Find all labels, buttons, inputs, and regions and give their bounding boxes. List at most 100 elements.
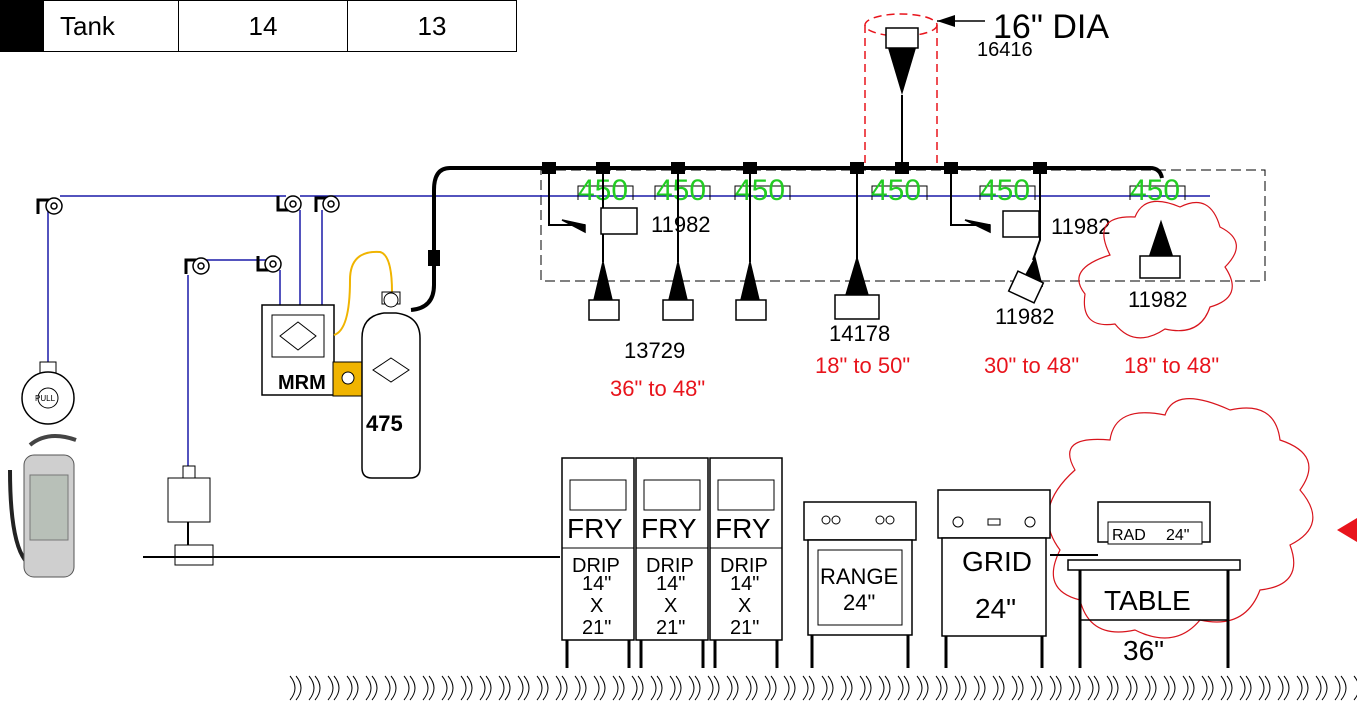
floor-line bbox=[289, 675, 1357, 701]
flow-number: 450 bbox=[735, 174, 785, 207]
floor-hatch bbox=[973, 675, 986, 701]
main-pipe bbox=[410, 166, 1164, 312]
nozzle-code: 11982 bbox=[995, 304, 1055, 329]
floor-hatch bbox=[1296, 675, 1309, 701]
floor-hatch bbox=[1258, 675, 1271, 701]
nozzle-code: 11982 bbox=[651, 212, 711, 237]
floor-hatch bbox=[783, 675, 796, 701]
tank-value-1: 14 bbox=[178, 0, 348, 52]
floor-hatch bbox=[1163, 675, 1176, 701]
drip-label: DRIP bbox=[572, 555, 620, 577]
floor-hatch bbox=[992, 675, 1005, 701]
grid-size: 24" bbox=[975, 593, 1016, 624]
duct-label: 16" DIA bbox=[993, 8, 1109, 46]
floor-hatch bbox=[1125, 675, 1138, 701]
height-grid: 30" to 48" bbox=[984, 353, 1079, 378]
floor-hatch bbox=[555, 675, 568, 701]
floor-hatch bbox=[1106, 675, 1119, 701]
table-marker bbox=[0, 0, 44, 52]
floor-hatch bbox=[840, 675, 853, 701]
drip-width: 14" bbox=[656, 573, 685, 595]
pulley-elbows bbox=[36, 195, 340, 275]
floor-hatch bbox=[1068, 675, 1081, 701]
table-label: TABLE bbox=[1104, 585, 1191, 616]
nozzle-drops bbox=[548, 172, 1041, 262]
floor-hatch bbox=[707, 675, 720, 701]
fryer-label: FRY bbox=[567, 513, 623, 544]
floor-hatch bbox=[688, 675, 701, 701]
floor-hatch bbox=[1220, 675, 1233, 701]
floor-hatch bbox=[954, 675, 967, 701]
flow-number: 450 bbox=[980, 174, 1030, 207]
floor-hatch bbox=[916, 675, 929, 701]
floor-hatch bbox=[327, 675, 340, 701]
radiant-broiler: RAD 24" bbox=[1097, 501, 1211, 545]
flow-number: 450 bbox=[656, 174, 706, 207]
floor-hatch bbox=[365, 675, 378, 701]
floor-hatch bbox=[612, 675, 625, 701]
floor-hatch bbox=[422, 675, 435, 701]
floor-hatch bbox=[517, 675, 530, 701]
floor-hatch bbox=[593, 675, 606, 701]
appliance-code-fryers: 13729 bbox=[624, 338, 685, 363]
floor-hatch bbox=[1334, 675, 1347, 701]
fryer-label: FRY bbox=[641, 513, 697, 544]
floor-hatch bbox=[935, 675, 948, 701]
height-table: 18" to 48" bbox=[1124, 353, 1219, 378]
floor-hatch bbox=[650, 675, 663, 701]
height-range: 18" to 50" bbox=[815, 353, 910, 378]
floor-hatch bbox=[821, 675, 834, 701]
gas-shutoff-valve bbox=[143, 465, 560, 566]
height-fryers: 36" to 48" bbox=[610, 376, 705, 401]
floor-hatch bbox=[1030, 675, 1043, 701]
equipment-table: TABLE 36" bbox=[1067, 559, 1241, 668]
floor-hatch bbox=[1239, 675, 1252, 701]
mrm-control: MRM bbox=[261, 304, 364, 397]
floor-hatch bbox=[878, 675, 891, 701]
range: RANGE 24" bbox=[803, 501, 917, 668]
mrm-label: MRM bbox=[278, 372, 326, 394]
fryer: FRY DRIP 14" X 21" bbox=[561, 457, 635, 668]
range-label: RANGE bbox=[820, 564, 898, 589]
fryer-group: FRY DRIP 14" X 21" FRY DRIP 14" X 21" FR… bbox=[561, 457, 783, 668]
drip-width: 14" bbox=[582, 573, 611, 595]
floor-hatch bbox=[897, 675, 910, 701]
bracket bbox=[577, 185, 1186, 200]
floor-hatch bbox=[479, 675, 492, 701]
drip-depth: 21" bbox=[582, 617, 611, 639]
floor-hatch bbox=[498, 675, 511, 701]
duct-code: 16416 bbox=[977, 39, 1033, 61]
rad-size: 24" bbox=[1166, 527, 1189, 544]
nozzles bbox=[561, 207, 1181, 321]
fryer: FRY DRIP 14" X 21" bbox=[709, 457, 783, 668]
drip-label: DRIP bbox=[646, 555, 694, 577]
flow-number: 450 bbox=[871, 174, 921, 207]
floor-hatch bbox=[669, 675, 682, 701]
floor-hatch bbox=[384, 675, 397, 701]
drip-x: X bbox=[664, 595, 677, 617]
floor-hatch bbox=[1182, 675, 1195, 701]
griddle: GRID 24" bbox=[937, 489, 1051, 668]
flow-labels: 450 450 450 450 450 450 bbox=[577, 174, 1186, 207]
floor-hatch bbox=[536, 675, 549, 701]
range-size: 24" bbox=[843, 590, 875, 615]
floor-hatch bbox=[726, 675, 739, 701]
rad-label: RAD bbox=[1112, 527, 1146, 544]
revision-cloud bbox=[1078, 200, 1237, 339]
floor-hatch bbox=[745, 675, 758, 701]
agent-tank: 475 bbox=[361, 291, 421, 479]
tank-label: Tank bbox=[43, 0, 179, 52]
floor-hatch bbox=[574, 675, 587, 701]
fire-extinguisher bbox=[8, 434, 77, 578]
drip-depth: 21" bbox=[730, 617, 759, 639]
floor-hatch bbox=[403, 675, 416, 701]
floor-hatch bbox=[631, 675, 644, 701]
floor-hatch bbox=[289, 675, 302, 701]
floor-hatch bbox=[1315, 675, 1328, 701]
revision-cloud bbox=[1047, 398, 1314, 639]
grid-label: GRID bbox=[962, 546, 1032, 577]
appliance-code-range: 14178 bbox=[829, 321, 890, 346]
fryer-label: FRY bbox=[715, 513, 771, 544]
drip-label: DRIP bbox=[720, 555, 768, 577]
